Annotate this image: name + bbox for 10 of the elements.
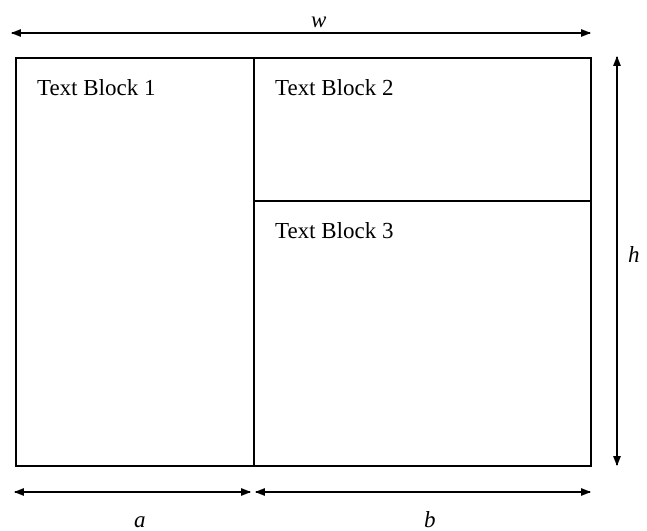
- block-title: Text Block 1: [37, 75, 156, 101]
- text-block-panel: [253, 200, 592, 467]
- dimension-label: a: [134, 508, 146, 531]
- text-block-panel: [253, 57, 592, 202]
- dimension-label: b: [424, 508, 436, 531]
- block-title: Text Block 3: [275, 218, 394, 244]
- dimension-label: w: [311, 8, 326, 31]
- text-block-panel: [15, 57, 255, 467]
- dimension-label: h: [628, 243, 640, 266]
- block-title: Text Block 2: [275, 75, 394, 101]
